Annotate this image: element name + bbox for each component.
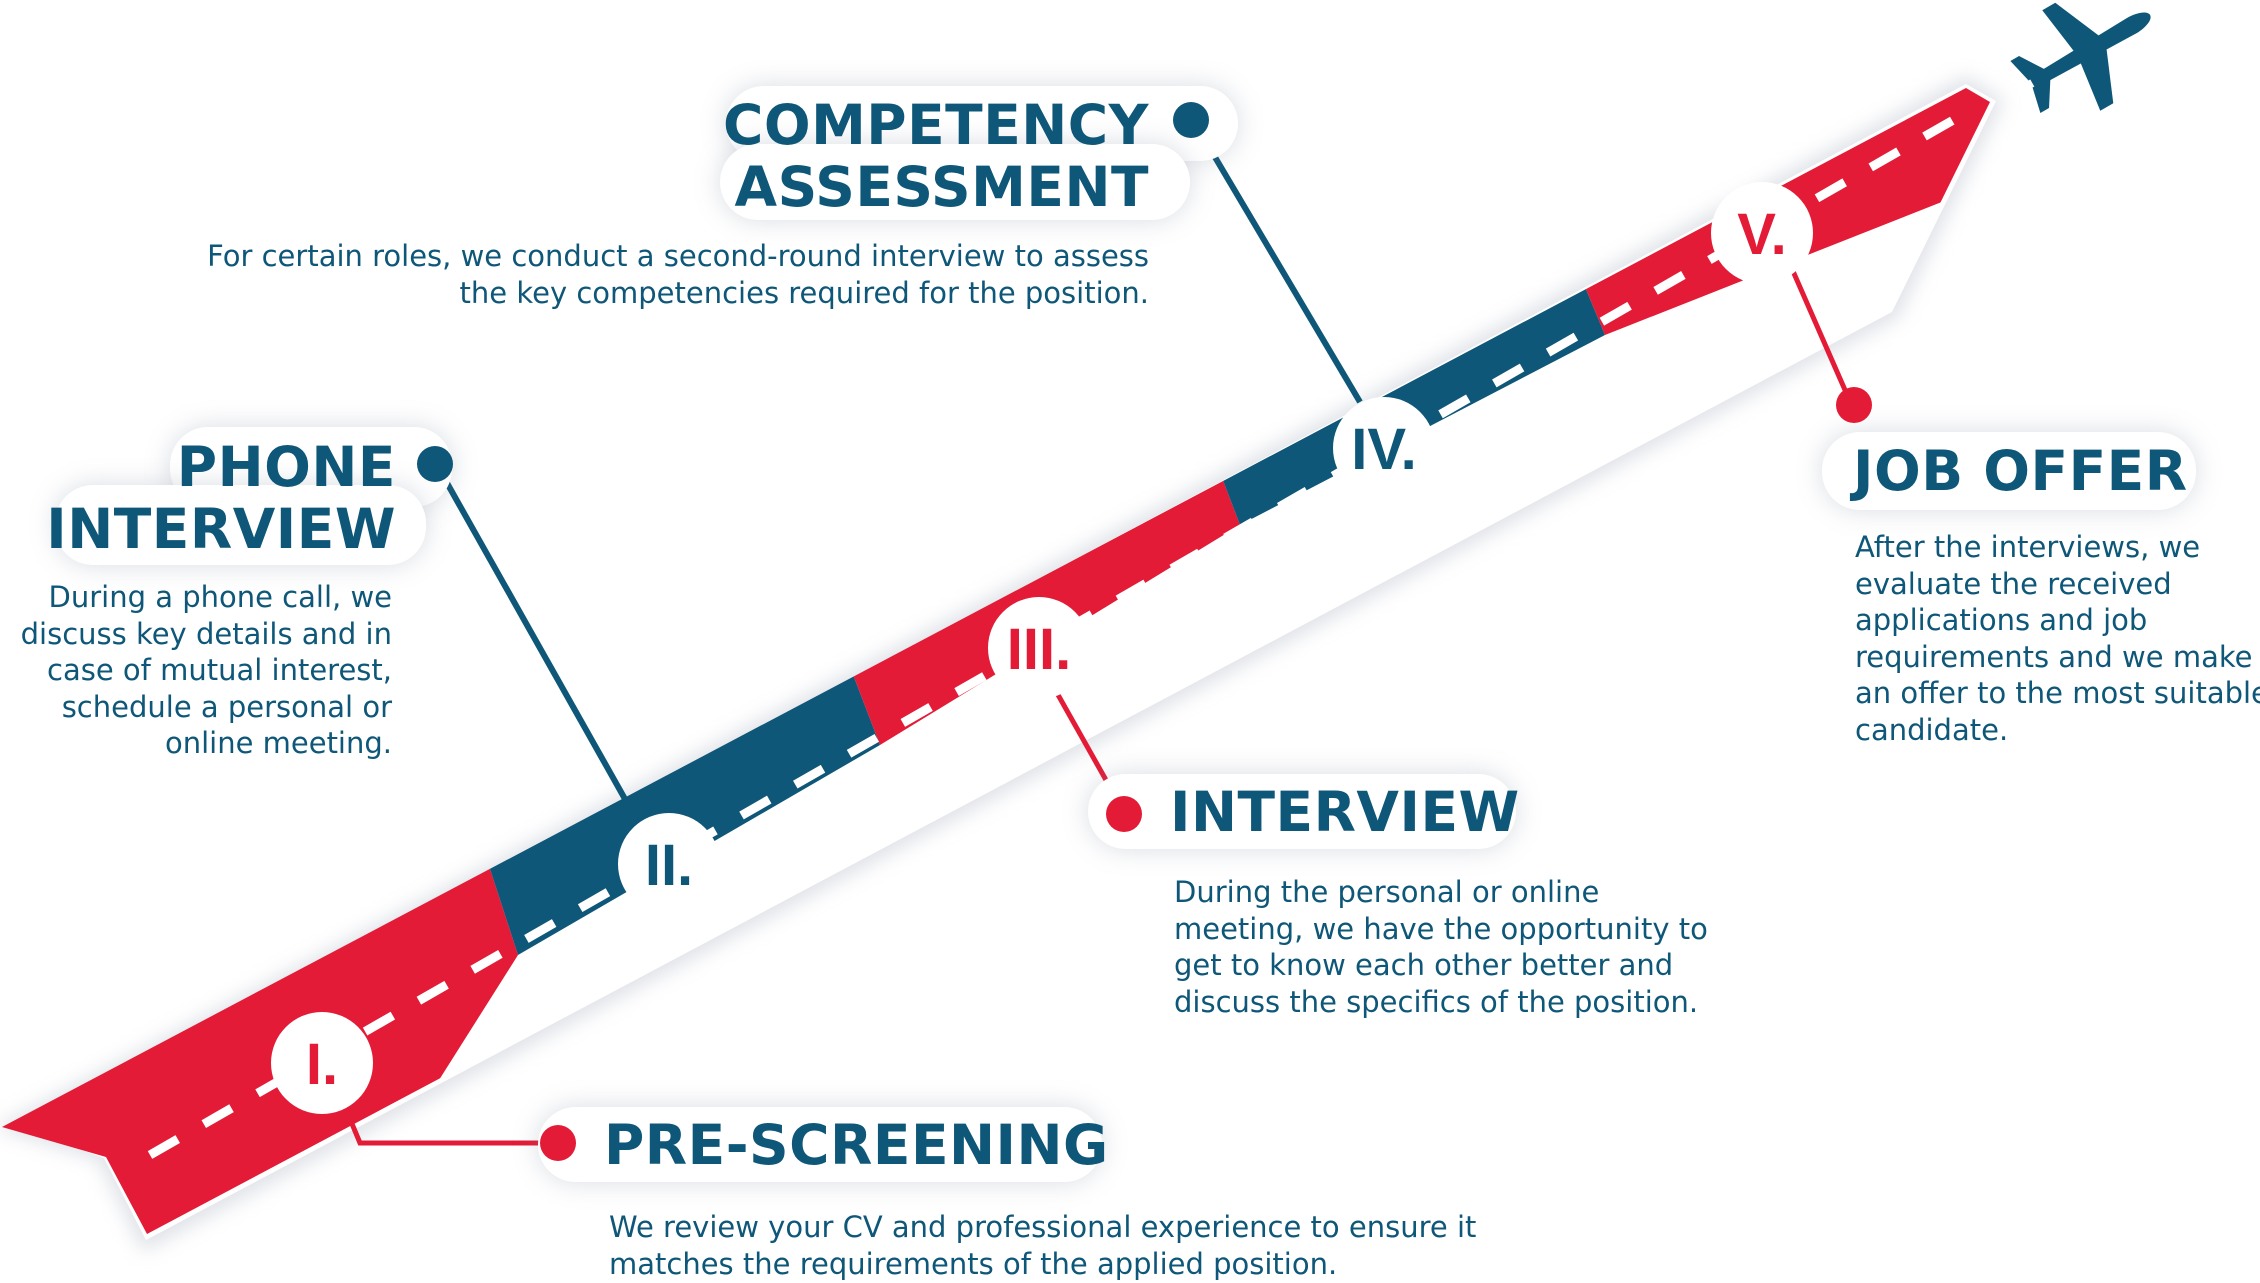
connector-line-5 bbox=[1786, 260, 1855, 408]
step-marker-2: II. bbox=[618, 813, 720, 915]
description-line: online meeting. bbox=[164, 726, 392, 760]
description-line: We review your CV and professional exper… bbox=[609, 1210, 1477, 1244]
description-line: discuss the specifics of the position. bbox=[1174, 984, 1699, 1019]
phone-interview-title-box-bottom bbox=[55, 485, 426, 565]
title-line: PHONE bbox=[176, 435, 396, 499]
road-center-dashes bbox=[147, 111, 1965, 1159]
connector-dot-1 bbox=[540, 1125, 576, 1161]
step-marker-5: V. bbox=[1711, 182, 1813, 284]
description-line: requirements and we make bbox=[1855, 639, 2253, 674]
interview-title: INTERVIEW bbox=[1170, 780, 1520, 844]
description-line: schedule a personal or bbox=[61, 689, 392, 724]
description-line: applications and job bbox=[1855, 603, 2148, 637]
pre-screening-description: We review your CV and professional exper… bbox=[609, 1209, 1476, 1282]
step-marker-3: III. bbox=[988, 597, 1090, 699]
description-line: get to know each other better and bbox=[1174, 948, 1674, 982]
description-line: After the interviews, we bbox=[1855, 530, 2201, 564]
step-numeral-3: III. bbox=[1007, 617, 1071, 682]
description-line: For certain roles, we conduct a second-r… bbox=[207, 239, 1149, 273]
description-line: the key competencies required for the po… bbox=[459, 275, 1149, 310]
connector-dot-5 bbox=[1836, 387, 1872, 423]
step-marker-1: I. bbox=[271, 1012, 373, 1114]
connector-dot-3 bbox=[1106, 796, 1142, 832]
description-line: discuss key details and in bbox=[20, 616, 392, 651]
description-line: case of mutual interest, bbox=[47, 653, 392, 687]
interview-description: During the personal or online meeting, w… bbox=[1174, 874, 1708, 1020]
job-offer-title-box bbox=[1822, 432, 2196, 510]
step-numeral-4: IV. bbox=[1351, 417, 1417, 482]
phone-interview-title: PHONE INTERVIEW bbox=[46, 436, 396, 560]
pre-screening-title: PRE-SCREENING bbox=[604, 1113, 1109, 1177]
connector-line-1 bbox=[337, 1094, 556, 1146]
description-line: candidate. bbox=[1855, 712, 2009, 747]
description-line: meeting, we have the opportunity to bbox=[1174, 911, 1708, 946]
step-marker-4: IV. bbox=[1333, 397, 1435, 499]
interview-title-box bbox=[1088, 774, 1516, 849]
airplane-icon bbox=[2010, 2, 2151, 113]
step-numeral-2: II. bbox=[645, 833, 693, 898]
competency-assessment-title: COMPETENCY ASSESSMENT bbox=[723, 94, 1149, 218]
description-line: During a phone call, we bbox=[48, 580, 392, 614]
connector-line-2 bbox=[435, 465, 637, 817]
connector-dot-2 bbox=[417, 446, 453, 482]
description-line: evaluate the received bbox=[1855, 566, 2172, 601]
title-line: INTERVIEW bbox=[46, 497, 396, 561]
competency-assessment-description: For certain roles, we conduct a second-r… bbox=[207, 238, 1149, 311]
phone-interview-description: During a phone call, we discuss key deta… bbox=[21, 579, 392, 762]
title-line: COMPETENCY bbox=[722, 93, 1149, 157]
title-line: ASSESSMENT bbox=[734, 155, 1149, 219]
connector-line-4 bbox=[1190, 118, 1363, 404]
job-offer-description: After the interviews, we evaluate the re… bbox=[1855, 529, 2260, 748]
pre-screening-title-box bbox=[538, 1107, 1102, 1182]
job-offer-title: JOB OFFER bbox=[1853, 439, 2188, 503]
step-numeral-5: V. bbox=[1737, 202, 1786, 267]
connector-dot-4 bbox=[1173, 102, 1209, 138]
step-numeral-1: I. bbox=[306, 1032, 338, 1097]
description-line: During the personal or online bbox=[1174, 875, 1600, 909]
competency-title-box-bottom bbox=[720, 144, 1190, 220]
description-line: an offer to the most suitable bbox=[1855, 676, 2260, 710]
description-line: matches the requirements of the applied … bbox=[609, 1246, 1338, 1281]
